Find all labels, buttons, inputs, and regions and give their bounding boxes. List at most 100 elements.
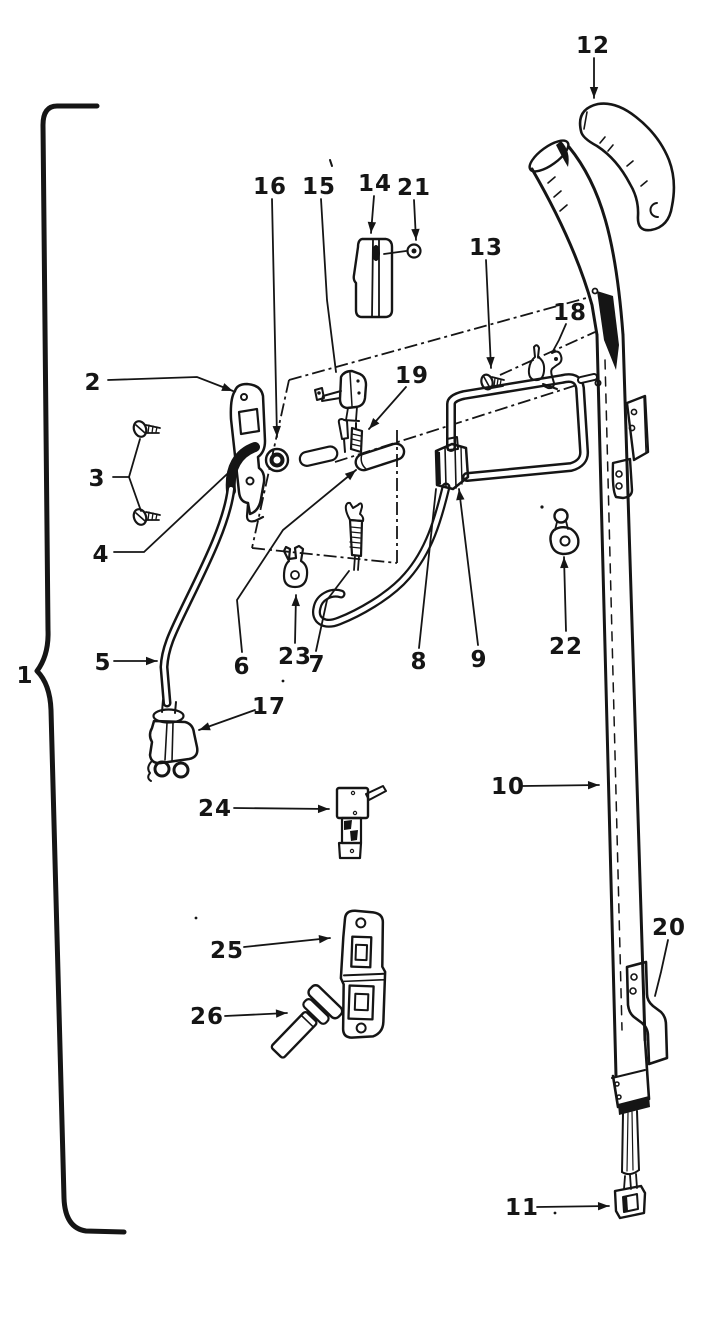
callout-label-18: 18 <box>553 300 587 326</box>
callout-20: 20 <box>652 915 686 997</box>
callout-19: 19 <box>368 363 429 430</box>
leader-line-25 <box>243 937 331 948</box>
part-ribbed-pin <box>344 501 365 571</box>
part-nut <box>383 243 422 259</box>
part-hook-clip <box>542 350 563 390</box>
part-switch-hardware <box>337 418 364 454</box>
callout-13: 13 <box>469 235 502 369</box>
part-u-clip <box>282 544 309 589</box>
callout-15: 15 <box>302 174 337 373</box>
part-switch-plate <box>339 909 387 1039</box>
leader-arrowhead-10 <box>587 780 599 790</box>
leader-arrowhead-19 <box>369 417 380 429</box>
callout-14: 14 <box>358 171 392 234</box>
leader-line-8 <box>418 488 437 649</box>
part-frame-brace <box>34 103 127 1235</box>
callout-1: 1 <box>16 663 33 689</box>
leader-arrowhead-23 <box>291 595 300 607</box>
callout-17: 17 <box>198 694 286 731</box>
leader-line-22 <box>563 556 567 632</box>
part-handle-switch <box>314 369 368 422</box>
callout-26: 26 <box>190 1004 288 1030</box>
callout-25: 25 <box>210 934 331 964</box>
callout-label-11: 11 <box>505 1195 539 1221</box>
part-terminal-connector <box>613 1184 647 1220</box>
leader-line-10 <box>522 784 600 787</box>
leader-arrowhead-26 <box>275 1009 287 1018</box>
callout-label-1: 1 <box>16 663 33 689</box>
callout-label-15: 15 <box>302 174 336 200</box>
callout-label-22: 22 <box>549 634 583 660</box>
leader-line-4 <box>113 460 242 553</box>
leader-arrowhead-24 <box>317 804 329 814</box>
callout-label-25: 25 <box>210 938 244 964</box>
leader-line-9 <box>458 488 479 646</box>
part-screw-bottom <box>132 508 161 526</box>
leader-arrowhead-22 <box>560 557 569 569</box>
leader-arrowhead-14 <box>367 221 377 233</box>
callout-label-17: 17 <box>252 694 286 720</box>
leader-line-20 <box>654 939 669 997</box>
callout-9: 9 <box>456 488 487 673</box>
callout-16: 16 <box>253 174 286 438</box>
callout-8: 8 <box>410 488 437 675</box>
callout-label-9: 9 <box>470 647 487 673</box>
part-handle-tube <box>528 139 651 1190</box>
leader-arrowhead-16 <box>272 425 281 437</box>
callout-label-19: 19 <box>395 363 429 389</box>
callout-label-3: 3 <box>88 466 105 492</box>
part-grommet <box>264 447 290 473</box>
leader-line-2 <box>107 376 234 392</box>
leader-line-16 <box>271 198 278 438</box>
leader-arrowhead-2 <box>221 383 233 391</box>
callout-4: 4 <box>92 460 242 568</box>
callout-label-12: 12 <box>576 33 610 59</box>
stray-marks <box>194 159 557 1215</box>
leader-line-3 <box>128 476 142 512</box>
callout-label-2: 2 <box>84 370 101 396</box>
part-screw-top <box>132 420 161 438</box>
part-handle-grip <box>578 102 676 232</box>
part-toggle-switch <box>335 785 387 860</box>
callout-label-23: 23 <box>278 644 312 670</box>
part-power-cord <box>159 484 236 708</box>
callout-label-14: 14 <box>358 171 392 197</box>
callout-label-21: 21 <box>397 175 431 201</box>
callout-12: 12 <box>576 33 610 99</box>
part-hook-pin <box>527 344 546 382</box>
leader-line-11 <box>536 1205 610 1208</box>
callout-label-7: 7 <box>308 652 325 678</box>
callout-label-24: 24 <box>198 796 232 822</box>
callout-21: 21 <box>397 175 431 241</box>
part-rod-small <box>298 445 339 467</box>
leader-arrowhead-5 <box>146 656 157 666</box>
callout-label-6: 6 <box>233 654 250 680</box>
callout-5: 5 <box>94 650 158 676</box>
callout-18: 18 <box>552 300 587 352</box>
callout-label-10: 10 <box>491 774 525 800</box>
callout-label-4: 4 <box>92 542 109 568</box>
leader-arrowhead-12 <box>589 87 599 98</box>
leader-line-24 <box>233 807 330 810</box>
part-keyhole-bracket <box>549 508 580 556</box>
leader-arrowhead-21 <box>411 228 420 240</box>
callout-22: 22 <box>549 556 583 660</box>
leader-arrowhead-6 <box>344 470 356 481</box>
callout-6: 6 <box>233 469 357 680</box>
leader-line-3 <box>128 438 141 478</box>
part-plug <box>147 699 199 782</box>
part-screw-13 <box>480 373 505 391</box>
callout-label-20: 20 <box>652 915 686 941</box>
phantom-housing-outline <box>251 296 596 564</box>
leader-line-7 <box>315 570 350 652</box>
part-sleeve <box>352 237 394 319</box>
part-harness-connector <box>434 436 470 491</box>
part-actuator-knob <box>270 984 344 1059</box>
callout-2: 2 <box>84 370 234 396</box>
callout-label-5: 5 <box>94 650 111 676</box>
leader-line-13 <box>485 259 492 369</box>
callout-11: 11 <box>505 1195 610 1221</box>
